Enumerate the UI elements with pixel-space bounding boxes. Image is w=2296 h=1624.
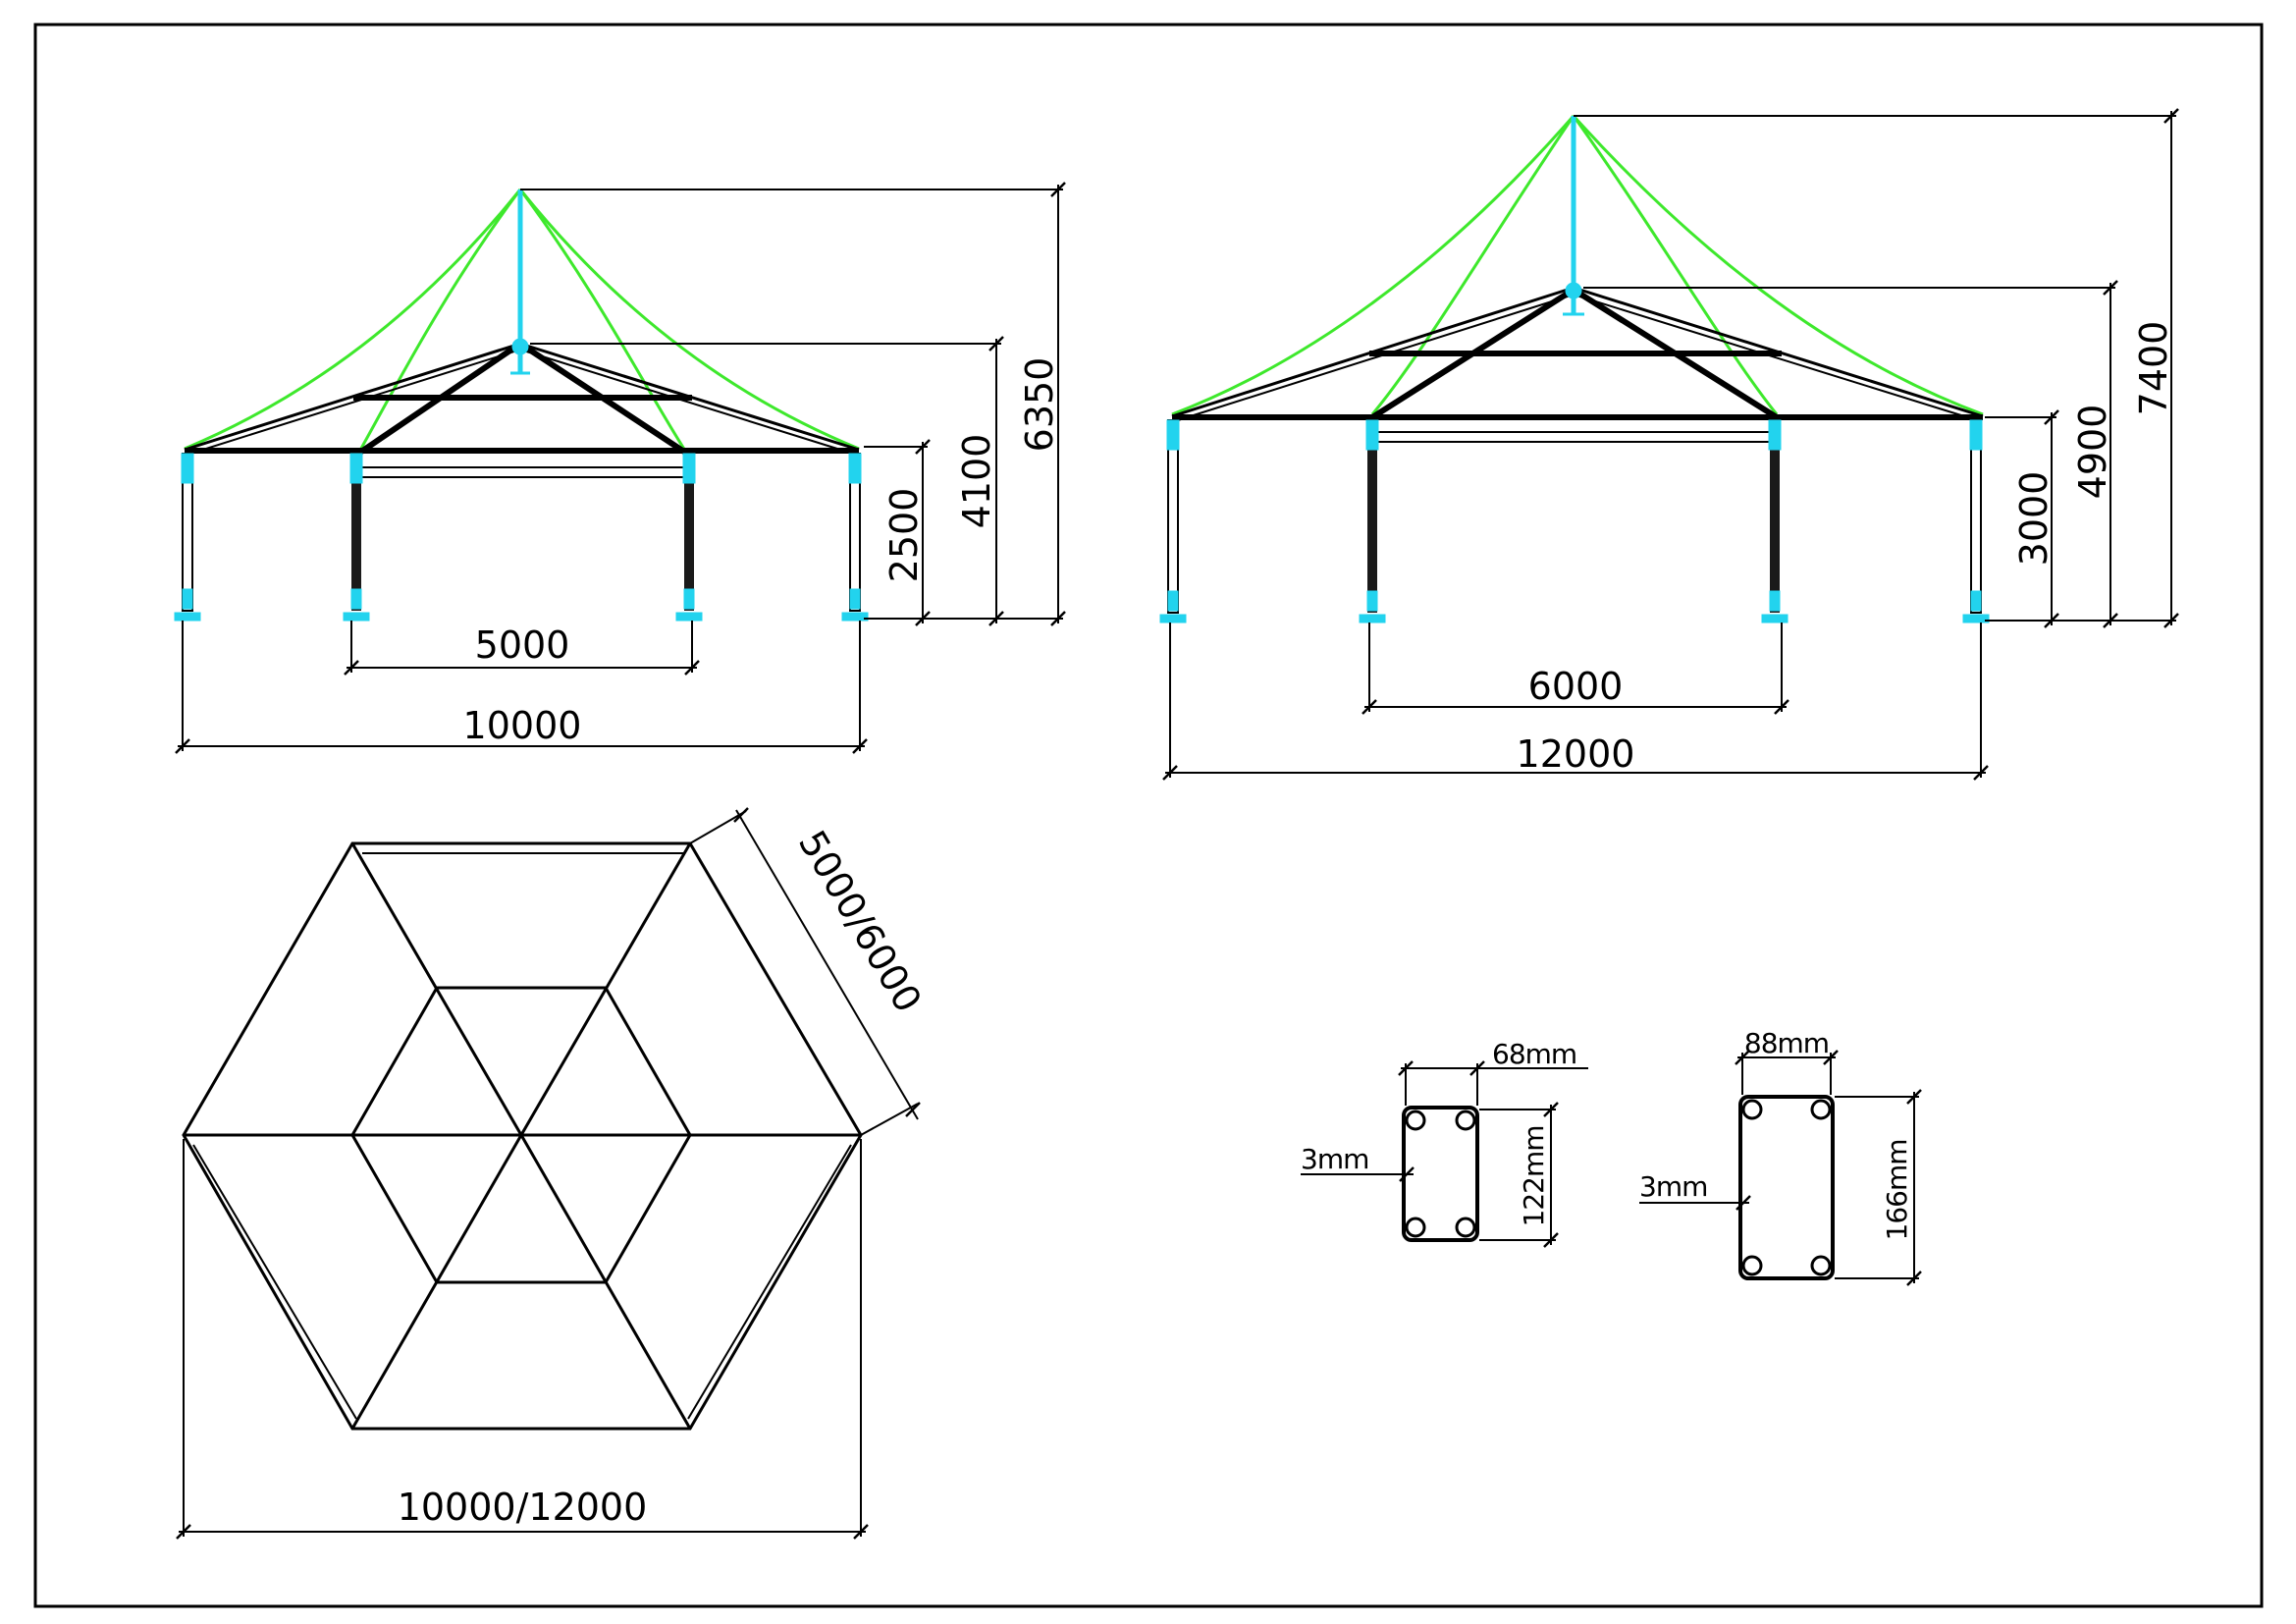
legs: [1167, 419, 1982, 614]
dim-inner-span: 5000: [475, 623, 570, 667]
profile-large: 88mm 166mm 3mm: [1639, 1027, 1923, 1287]
profile-small-height: 122mm: [1518, 1126, 1550, 1227]
dimension-lines: [174, 181, 1067, 755]
pole-hardware: [1159, 116, 1990, 623]
dim-total-span: 12000: [1517, 732, 1635, 776]
dim-ridge-height: 4100: [955, 434, 998, 529]
profile-large-height: 166mm: [1881, 1140, 1913, 1241]
dimension-lines: [1161, 107, 2180, 782]
pole-hardware: [174, 189, 869, 622]
profile-small-wall: 3mm: [1301, 1143, 1368, 1175]
dim-total-height: 7400: [2132, 321, 2175, 416]
elevation-small: 6350 4100 2500 5000 10000: [174, 181, 1067, 755]
dim-total-span: 10000: [463, 704, 582, 747]
dim-eave-height: 3000: [2012, 471, 2056, 567]
drawing-border: [33, 23, 2264, 1608]
roof-frame: [1171, 286, 1984, 443]
elevation-large: 7400 4900 3000 6000 12000: [1159, 107, 2180, 782]
profile-large-width: 88mm: [1744, 1027, 1829, 1059]
profile-small: 68mm 122mm 3mm: [1301, 1038, 1588, 1249]
dim-plan-width: 10000/12000: [398, 1486, 648, 1529]
dim-total-height: 6350: [1018, 357, 1061, 453]
dim-ridge-height: 4900: [2071, 405, 2114, 500]
dim-eave-height: 2500: [882, 488, 926, 583]
profile-large-wall: 3mm: [1639, 1170, 1707, 1203]
profile-small-width: 68mm: [1492, 1038, 1576, 1070]
dim-inner-span: 6000: [1528, 665, 1624, 708]
fabric-lines: [1171, 114, 1984, 416]
dim-plan-side: 5000/6000: [790, 823, 931, 1019]
plan-view: [175, 806, 922, 1541]
fabric-lines: [184, 189, 860, 455]
